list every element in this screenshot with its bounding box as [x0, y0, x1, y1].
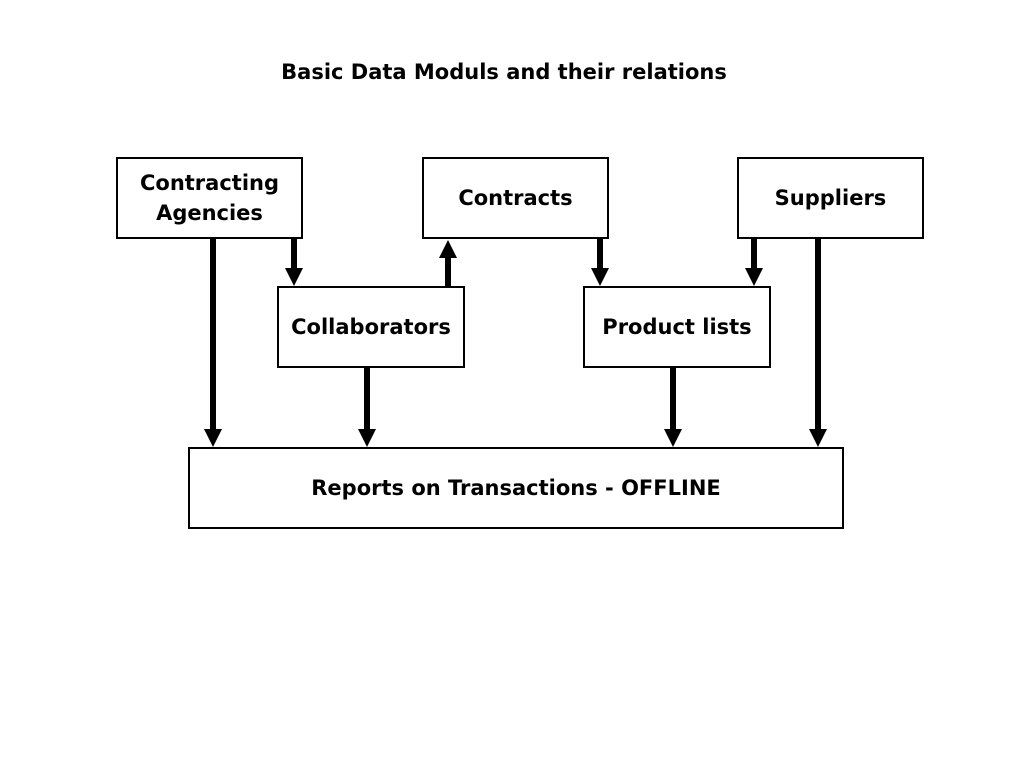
arrow-suppliers-to-reports-head	[809, 429, 827, 447]
arrow-collaborators-to-reports-head	[358, 429, 376, 447]
node-suppliers: Suppliers	[737, 157, 924, 239]
node-collaborators-label: Collaborators	[291, 315, 451, 339]
node-contracting-agencies: Contracting Agencies	[116, 157, 303, 239]
node-product-lists: Product lists	[583, 286, 771, 368]
node-contracting-agencies-line2: Agencies	[156, 201, 263, 225]
arrow-agencies-to-collaborators-head	[285, 268, 303, 286]
node-collaborators: Collaborators	[277, 286, 465, 368]
arrow-suppliers-to-products-head	[745, 268, 763, 286]
node-product-lists-label: Product lists	[602, 315, 752, 339]
diagram-title: Basic Data Moduls and their relations	[281, 60, 727, 84]
node-contracts-label: Contracts	[458, 186, 573, 210]
node-contracting-agencies-line1: Contracting	[139, 171, 280, 195]
arrow-collaborators-to-contracts-head	[439, 240, 457, 258]
node-reports-offline: Reports on Transactions - OFFLINE	[188, 447, 844, 529]
arrow-contracts-to-products-head	[591, 268, 609, 286]
node-reports-offline-label: Reports on Transactions - OFFLINE	[311, 476, 721, 500]
node-contracts: Contracts	[422, 157, 609, 239]
arrow-products-to-reports-head	[664, 429, 682, 447]
arrow-agencies-to-reports-head	[204, 429, 222, 447]
node-suppliers-label: Suppliers	[774, 186, 887, 210]
